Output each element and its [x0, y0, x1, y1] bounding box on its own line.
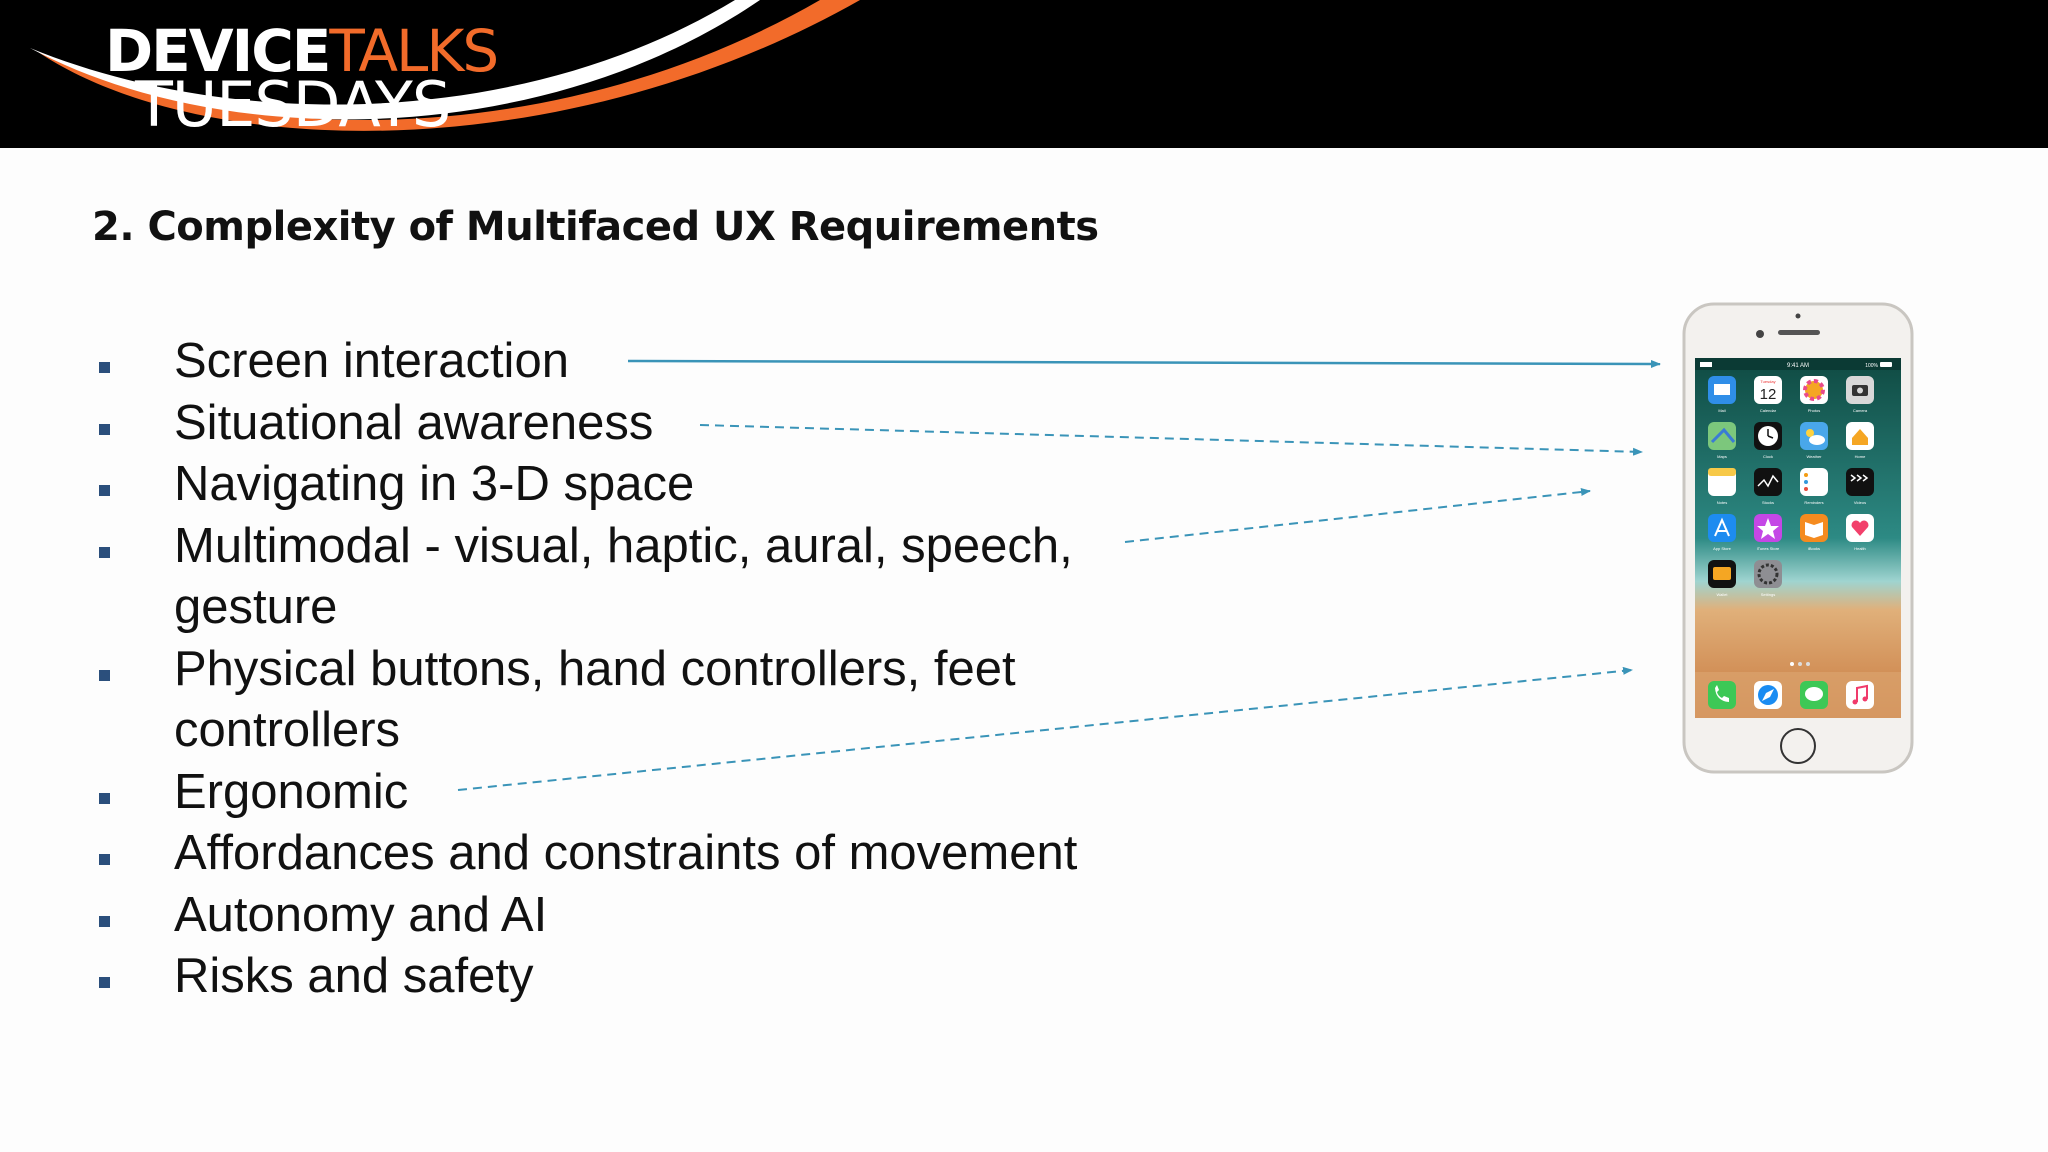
safari-needle-icon	[1762, 689, 1774, 701]
page-indicator-dot	[1798, 662, 1802, 666]
calendar-app-label: Calendar	[1760, 408, 1777, 413]
stocks-chart-icon	[1757, 474, 1779, 488]
status-battery: 100%	[1865, 363, 1878, 369]
maps-app-label: Maps	[1717, 454, 1727, 459]
music-note-head-icon	[1852, 699, 1858, 705]
bullet-marker	[99, 977, 110, 988]
app-store-a-icon	[1714, 517, 1730, 537]
page-indicator-dot	[1806, 662, 1810, 666]
bullet-marker	[99, 670, 110, 681]
stocks-app-icon	[1754, 468, 1782, 496]
status-time: 9:41 AM	[1787, 363, 1809, 369]
bullet-list: Screen interaction Situational awareness…	[99, 334, 1078, 1003]
calendar-app-icon	[1754, 376, 1782, 404]
logo-tuesdays-word: TUESDAYS	[135, 68, 451, 141]
bullet-text: gesture	[174, 580, 338, 634]
mail-envelope-icon	[1714, 384, 1730, 395]
home-button	[1780, 728, 1816, 764]
videos-app-label: Videos	[1854, 500, 1866, 505]
maps-route-icon	[1710, 427, 1736, 444]
wallet-app-label: Wallet	[1717, 592, 1729, 597]
health-app-label: Health	[1854, 546, 1866, 551]
bullet-text: Multimodal - visual, haptic, aural, spee…	[174, 519, 1073, 573]
mail-app-label: Mail	[1718, 408, 1725, 413]
camera-app-label: Camera	[1853, 408, 1868, 413]
bullet-marker	[99, 793, 110, 804]
music-note-icon	[1856, 684, 1868, 702]
phone-handset-icon	[1715, 685, 1729, 702]
bullet-marker	[99, 547, 110, 558]
maps-app-icon	[1708, 422, 1736, 450]
arrow-screen-interaction	[627, 359, 1661, 368]
bullet-text: Ergonomic	[174, 765, 409, 819]
ibooks-book-icon	[1805, 522, 1823, 538]
clock-app-label: Clock	[1763, 454, 1773, 459]
arrow-situational-awareness	[699, 424, 1643, 456]
bullet-text: controllers	[174, 703, 401, 757]
bullet-marker	[99, 485, 110, 496]
videos-app-icon	[1846, 468, 1874, 496]
bullet-marker	[99, 362, 110, 373]
photos-flower-icon	[1803, 379, 1825, 401]
camera-lens-icon	[1857, 387, 1863, 394]
bullet-marker	[99, 424, 110, 435]
photos-app-label: Photos	[1808, 408, 1820, 413]
front-camera-icon	[1756, 330, 1764, 338]
health-heart-icon	[1851, 520, 1869, 536]
app-store-app-label: App Store	[1713, 546, 1732, 551]
music-note-head-icon	[1862, 696, 1868, 702]
home-house-icon	[1852, 429, 1868, 445]
wallet-cards-icon	[1713, 567, 1731, 580]
notes-app-label: Notes	[1717, 500, 1727, 505]
logo-devicetalks: DEVICETALKS	[105, 17, 499, 85]
bullet-text: Autonomy and AI	[174, 888, 548, 942]
bullet-text: Affordances and constraints of movement	[174, 826, 1078, 880]
settings-app-label: Settings	[1761, 592, 1775, 597]
bullet-text: Physical buttons, hand controllers, feet	[174, 642, 1016, 696]
smartphone-illustration: 9:41 AM 100% Mail Tuesday 12 Calendar Ph…	[1682, 302, 1914, 774]
reminders-dot-icon	[1804, 487, 1808, 491]
weather-cloud-icon	[1809, 435, 1825, 445]
page-indicator-dot	[1790, 662, 1794, 666]
videos-chevrons-icon	[1850, 474, 1869, 482]
ibooks-app-label: iBooks	[1808, 546, 1820, 551]
sensor-icon	[1795, 313, 1801, 319]
bullet-text: Situational awareness	[174, 396, 654, 450]
phone-app-icon	[1708, 681, 1736, 709]
arrow-multimodal	[1124, 488, 1591, 543]
reminders-dot-icon	[1804, 473, 1808, 477]
battery-icon	[1880, 362, 1892, 367]
earpiece-speaker	[1778, 330, 1820, 335]
bullet-marker	[99, 854, 110, 865]
weather-app-label: Weather	[1806, 454, 1822, 459]
calendar-day-label: Tuesday	[1760, 379, 1775, 384]
signal-icon	[1700, 362, 1712, 367]
bullet-text: Screen interaction	[174, 334, 569, 388]
reminders-dot-icon	[1804, 480, 1808, 484]
clock-hands-icon	[1767, 429, 1774, 439]
itunes-store-app-label: iTunes Store	[1757, 546, 1780, 551]
itunes-star-icon	[1757, 518, 1779, 539]
reminders-app-label: Reminders	[1804, 500, 1823, 505]
logo-talks-word: TALKS	[329, 17, 499, 85]
status-bar	[1695, 358, 1901, 370]
messages-bubble-icon	[1805, 687, 1823, 701]
bullet-text: Navigating in 3-D space	[174, 457, 695, 511]
bullet-marker	[99, 916, 110, 927]
notes-header-icon	[1708, 468, 1736, 476]
home-app-label: Home	[1855, 454, 1866, 459]
stocks-app-label: Stocks	[1762, 500, 1774, 505]
orange-swoosh-decoration	[30, 0, 860, 131]
music-app-icon	[1846, 681, 1874, 709]
slide-title: 2. Complexity of Multifaced UX Requireme…	[92, 204, 1099, 250]
weather-sun-icon	[1806, 429, 1814, 437]
arrow-ergonomic	[457, 666, 1633, 791]
logo-device-word: DEVICE	[105, 17, 331, 85]
bullet-text: Risks and safety	[174, 949, 534, 1003]
settings-gear-icon	[1757, 563, 1779, 585]
calendar-date: 12	[1760, 386, 1777, 403]
